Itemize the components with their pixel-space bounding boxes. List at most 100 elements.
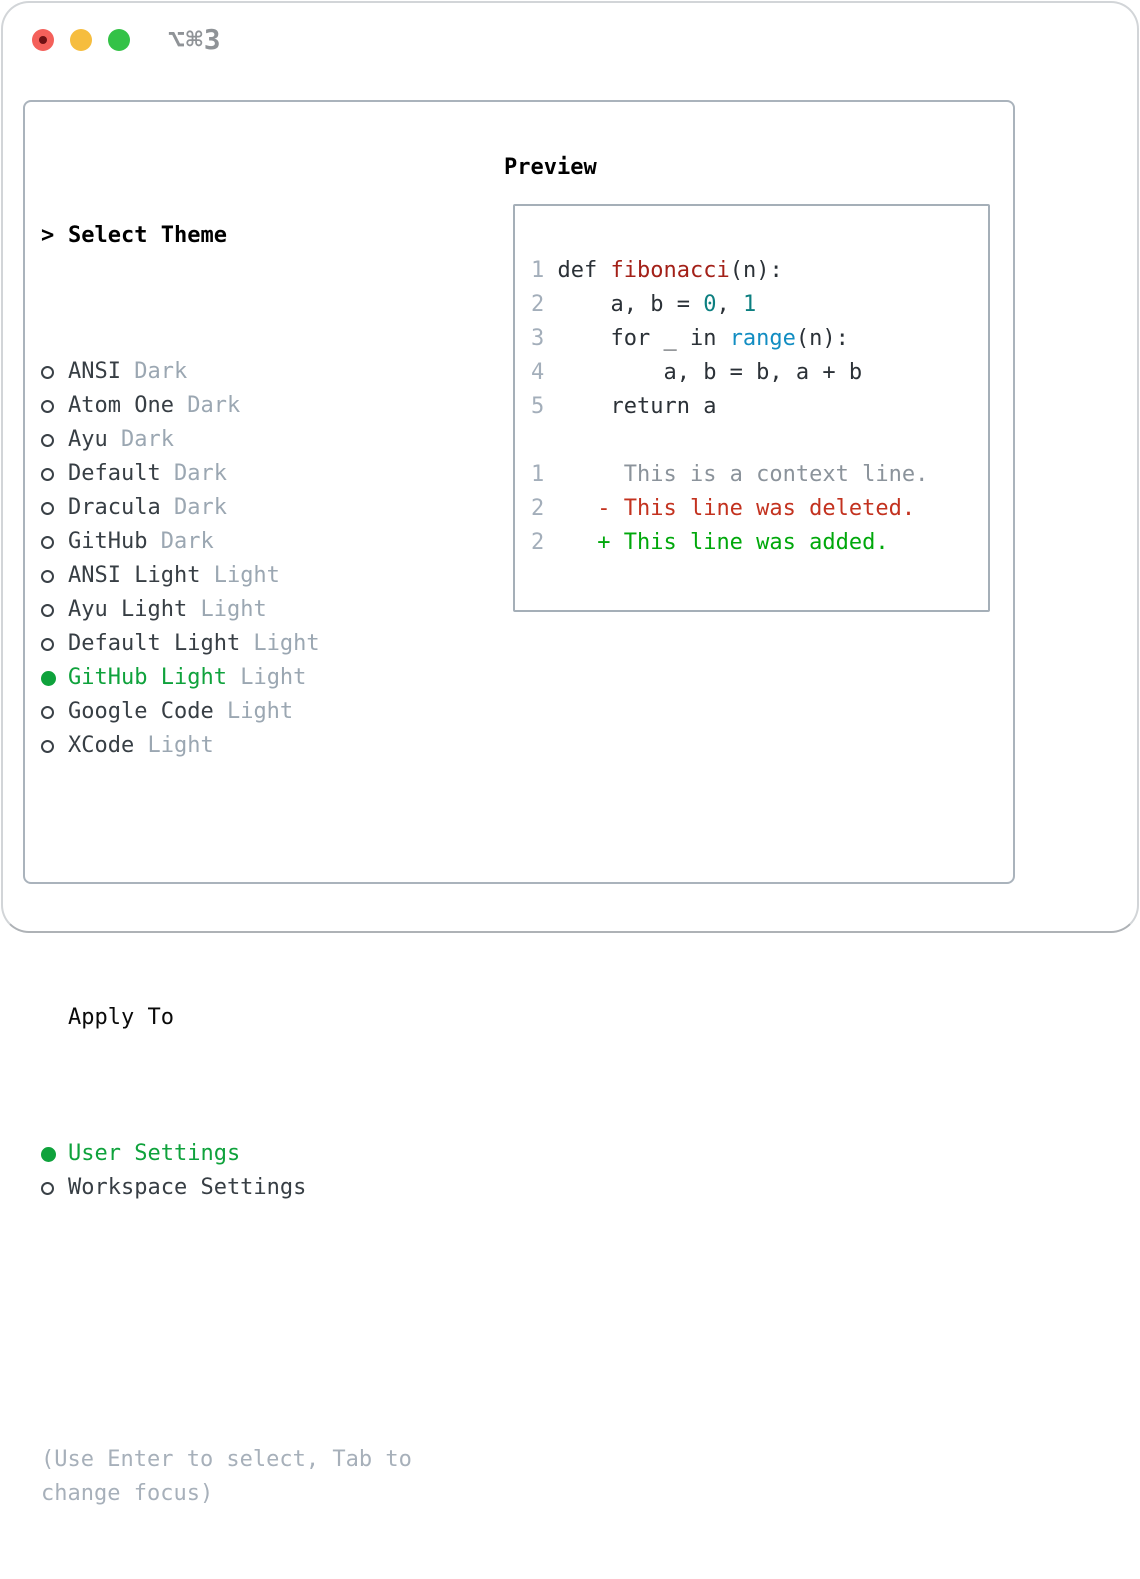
help-text: (Use Enter to select, Tab to change focus… xyxy=(41,1443,412,1511)
option-variant-label: Dark xyxy=(173,393,241,418)
option-variant-label: Light xyxy=(187,597,267,622)
option-variant-label: Light xyxy=(240,631,320,656)
line-number: 5 xyxy=(531,394,558,419)
minimize-button[interactable] xyxy=(70,29,92,51)
radio-unselected-icon xyxy=(41,569,68,583)
select-theme-header: > Select Theme xyxy=(41,219,412,253)
window-titlebar: ⌥⌘3 xyxy=(32,23,222,56)
line-number: 1 xyxy=(531,462,558,487)
theme-option-ayu[interactable]: Ayu Dark xyxy=(41,423,412,457)
code-token-number: 1 xyxy=(742,292,757,317)
divider-space xyxy=(41,865,412,899)
option-variant-label: Dark xyxy=(107,427,174,452)
radio-unselected-icon xyxy=(41,705,68,719)
apply-to-option-workspace-settings[interactable]: Workspace Settings xyxy=(41,1171,412,1205)
code-line: 1 def fibonacci(n): xyxy=(531,254,988,288)
line-number: 2 xyxy=(531,530,558,555)
option-label: Default xyxy=(68,461,161,486)
radio-unselected-icon xyxy=(41,399,68,413)
code-token-plain: a, b = xyxy=(557,292,704,317)
code-line: 2 - This line was deleted. xyxy=(531,492,988,526)
option-variant-label: Light xyxy=(226,665,307,690)
theme-option-ayu-light[interactable]: Ayu Light Light xyxy=(41,593,412,627)
theme-option-atom-one[interactable]: Atom One Dark xyxy=(41,389,412,423)
line-number: 4 xyxy=(531,360,558,385)
apply-to-header: Apply To xyxy=(41,1001,412,1035)
radio-unselected-icon xyxy=(41,501,68,515)
code-token-plain: a, b = b, a + b xyxy=(557,360,863,385)
code-token-plain: def xyxy=(557,258,611,283)
select-theme-title: Select Theme xyxy=(68,223,227,248)
option-variant-label: Dark xyxy=(160,461,227,486)
option-label: GitHub Light xyxy=(68,665,227,690)
preview-header: Preview xyxy=(504,155,597,180)
theme-option-default[interactable]: Default Dark xyxy=(41,457,412,491)
theme-option-ansi-light[interactable]: ANSI Light Light xyxy=(41,559,412,593)
window-shortcut-label: ⌥⌘3 xyxy=(168,23,222,56)
option-variant-label: Dark xyxy=(147,529,214,554)
option-label: XCode xyxy=(68,733,135,758)
option-label: ANSI Light xyxy=(68,563,201,588)
radio-unselected-icon xyxy=(41,535,68,549)
theme-option-dracula[interactable]: Dracula Dark xyxy=(41,491,412,525)
unsaved-changes-dot-icon xyxy=(39,36,47,44)
code-line: 2 + This line was added. xyxy=(531,526,988,560)
code-token-added: + This line was added. xyxy=(557,530,889,555)
theme-option-github-light[interactable]: GitHub Light Light xyxy=(41,661,412,695)
option-variant-label: Light xyxy=(213,699,294,724)
divider-space xyxy=(41,1307,412,1341)
option-label: User Settings xyxy=(68,1141,241,1166)
theme-option-xcode[interactable]: XCode Light xyxy=(41,729,412,763)
code-token-builtin: range xyxy=(729,326,796,351)
option-label: Atom One xyxy=(68,393,174,418)
code-line: 1 This is a context line. xyxy=(531,458,988,492)
theme-option-default-light[interactable]: Default Light Light xyxy=(41,627,412,661)
help-text-line: (Use Enter to select, Tab to xyxy=(41,1447,412,1472)
code-line: 3 for _ in range(n): xyxy=(531,322,988,356)
option-label: GitHub xyxy=(68,529,148,554)
apply-to-title: Apply To xyxy=(68,1005,174,1030)
option-label: Google Code xyxy=(68,699,214,724)
code-token-function: fibonacci xyxy=(610,258,730,283)
code-token-plain: for _ in xyxy=(557,326,730,351)
radio-unselected-icon xyxy=(41,467,68,481)
option-label: Ayu Light xyxy=(68,597,188,622)
close-button[interactable] xyxy=(32,29,54,51)
option-variant-label: Dark xyxy=(160,495,227,520)
radio-unselected-icon xyxy=(41,1181,68,1195)
code-line: 2 a, b = 0, 1 xyxy=(531,288,988,322)
line-number: 3 xyxy=(531,326,558,351)
option-label: Dracula xyxy=(68,495,161,520)
zoom-button[interactable] xyxy=(108,29,130,51)
radio-selected-icon xyxy=(41,1146,68,1162)
code-token-deleted: - This line was deleted. xyxy=(557,496,916,521)
radio-unselected-icon xyxy=(41,739,68,753)
option-label: Ayu xyxy=(68,427,108,452)
option-label: Default Light xyxy=(68,631,241,656)
help-text-line: change focus) xyxy=(41,1481,214,1506)
theme-option-google-code[interactable]: Google Code Light xyxy=(41,695,412,729)
radio-unselected-icon xyxy=(41,603,68,617)
line-number: 2 xyxy=(531,292,558,317)
code-line: 4 a, b = b, a + b xyxy=(531,356,988,390)
code-token-plain: return a xyxy=(557,394,717,419)
theme-option-ansi[interactable]: ANSI Dark xyxy=(41,355,412,389)
code-token-plain: (n): xyxy=(795,326,849,351)
code-token-context: This is a context line. xyxy=(557,462,929,487)
code-token-number: 0 xyxy=(703,292,717,317)
apply-to-option-user-settings[interactable]: User Settings xyxy=(41,1137,412,1171)
radio-unselected-icon xyxy=(41,365,68,379)
cursor-caret-icon: > xyxy=(41,223,55,248)
radio-unselected-icon xyxy=(41,637,68,651)
option-variant-label: Light xyxy=(134,733,214,758)
theme-option-github[interactable]: GitHub Dark xyxy=(41,525,412,559)
code-blank-line xyxy=(531,424,988,458)
radio-unselected-icon xyxy=(41,433,68,447)
option-label: Workspace Settings xyxy=(68,1175,307,1200)
